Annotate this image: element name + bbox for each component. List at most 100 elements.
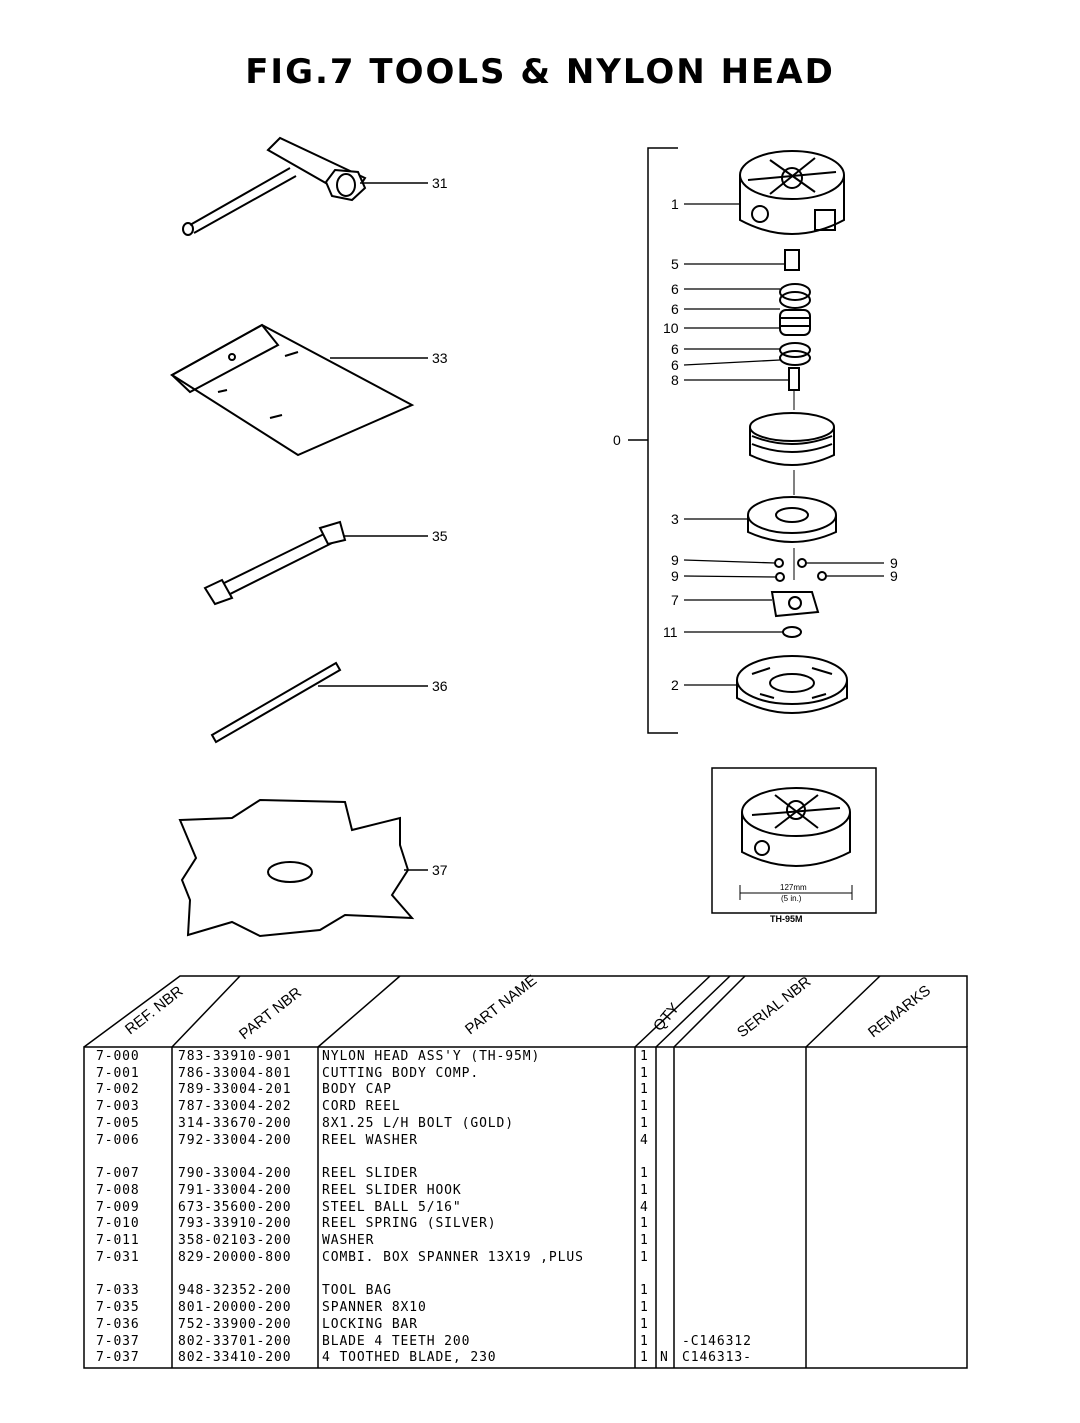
- inset-model-label: TH-95M: [770, 914, 803, 924]
- table-cell-part: 786-33004-801: [178, 1065, 292, 1081]
- table-cell-ref: 7-036: [96, 1316, 140, 1332]
- table-cell-qty: 1: [640, 1283, 649, 1299]
- locking-bar-illustration: [210, 661, 342, 744]
- callout-2: 2: [671, 677, 679, 693]
- callout-31: 31: [432, 175, 448, 191]
- table-cell-part: 314-33670-200: [178, 1115, 292, 1131]
- callout-6c: 6: [671, 341, 679, 357]
- header-part-nbr: PART NBR: [236, 984, 305, 1043]
- callout-11: 11: [663, 624, 678, 640]
- table-cell-part: 358-02103-200: [178, 1233, 292, 1248]
- table-cell-qty: 1: [640, 1350, 649, 1366]
- table-cell-name: CORD REEL: [322, 1099, 401, 1115]
- table-cell-n: N: [660, 1350, 669, 1366]
- table-cell-name: COMBI. BOX SPANNER 13X19 ,PLUS: [322, 1249, 584, 1265]
- table-cell-ref: 7-002: [96, 1082, 140, 1098]
- table-cell-qty: 1: [640, 1182, 649, 1198]
- table-cell-ref: 7-037: [96, 1333, 140, 1349]
- table-cell-ref: 7-035: [96, 1300, 140, 1316]
- table-cell-qty: 4: [640, 1199, 649, 1215]
- table-cell-part: 801-20000-200: [178, 1300, 292, 1316]
- table-cell-ref: 7-033: [96, 1283, 140, 1299]
- table-cell-name: CUTTING BODY COMP.: [322, 1065, 480, 1081]
- callout-37: 37: [432, 862, 448, 878]
- head-callout-leaders: [683, 203, 884, 686]
- callout-1: 1: [671, 196, 679, 212]
- page-title: FIG.7 TOOLS & NYLON HEAD: [245, 52, 835, 92]
- table-cell-part: 787-33004-202: [178, 1099, 292, 1115]
- table-cell-qty: 1: [640, 1082, 649, 1098]
- table-cell-ref: 7-000: [96, 1049, 140, 1064]
- table-cell-ref: 7-007: [96, 1166, 140, 1182]
- table-cell-ref: 7-010: [96, 1216, 140, 1232]
- callout-9d: 9: [890, 568, 898, 584]
- table-cell-name: SPANNER 8X10: [322, 1300, 427, 1316]
- table-cell-ref: 7-005: [96, 1115, 140, 1131]
- table-cell-part: 793-33910-200: [178, 1216, 292, 1232]
- table-cell-ref: 7-009: [96, 1199, 140, 1215]
- table-cell-name: TOOL BAG: [322, 1283, 392, 1299]
- callout-0: 0: [613, 432, 621, 448]
- table-cell-ref: 7-008: [96, 1182, 140, 1198]
- table-cell-name: REEL SLIDER HOOK: [322, 1182, 462, 1198]
- callout-9a: 9: [671, 552, 679, 568]
- th95m-assembled-head-illustration: [741, 787, 851, 867]
- table-cell-qty: 1: [640, 1316, 649, 1332]
- table-cell-part: 783-33910-901: [178, 1049, 292, 1064]
- table-cell-qty: 1: [640, 1049, 649, 1064]
- table-cell-name: BODY CAP: [322, 1082, 392, 1098]
- callout-9b: 9: [671, 568, 679, 584]
- nylon-head-exploded-view: [736, 150, 848, 714]
- table-cell-part: 790-33004-200: [178, 1166, 292, 1182]
- table-cell-name: LOCKING BAR: [322, 1316, 418, 1332]
- inset-dimension-mm: 127mm: [780, 883, 807, 892]
- table-cell-qty: 1: [640, 1216, 649, 1232]
- table-cell-part: 789-33004-201: [178, 1082, 292, 1098]
- table-cell-ref: 7-006: [96, 1132, 140, 1148]
- header-remarks: REMARKS: [865, 982, 934, 1041]
- callout-36: 36: [432, 678, 448, 694]
- table-cell-part: 948-32352-200: [178, 1283, 292, 1299]
- table-cell-qty: 1: [640, 1333, 649, 1349]
- table-cell-serial: -C146312: [682, 1333, 752, 1349]
- spanner-illustration: [203, 520, 347, 606]
- table-cell-name: STEEL BALL 5/16": [322, 1199, 462, 1215]
- callout-10: 10: [663, 320, 679, 336]
- box-spanner-illustration: [182, 136, 367, 236]
- table-cell-part: 802-33410-200: [178, 1350, 292, 1366]
- table-cell-part: 673-35600-200: [178, 1199, 292, 1215]
- table-cell-name: NYLON HEAD ASS'Y (TH-95M): [322, 1049, 541, 1064]
- four-tooth-blade-illustration: [178, 798, 415, 938]
- table-cell-qty: 1: [640, 1233, 649, 1248]
- table-cell-ref: 7-001: [96, 1065, 140, 1081]
- table-cell-name: BLADE 4 TEETH 200: [322, 1333, 471, 1349]
- table-cell-serial: C146313-: [682, 1350, 752, 1366]
- header-ref-nbr: REF. NBR: [122, 983, 186, 1039]
- callout-7: 7: [671, 592, 679, 608]
- header-qty: QTY: [650, 1000, 683, 1035]
- table-cell-qty: 1: [640, 1166, 649, 1182]
- table-cell-name: REEL WASHER: [322, 1132, 418, 1148]
- table-cell-qty: 1: [640, 1249, 649, 1265]
- callout-33: 33: [432, 350, 448, 366]
- callout-35: 35: [432, 528, 448, 544]
- header-part-name: PART NAME: [462, 972, 540, 1038]
- table-cell-part: 791-33004-200: [178, 1182, 292, 1198]
- table-cell-part: 792-33004-200: [178, 1132, 292, 1148]
- table-cell-qty: 1: [640, 1065, 649, 1081]
- table-cell-ref: 7-037: [96, 1350, 140, 1366]
- table-cell-ref: 7-003: [96, 1099, 140, 1115]
- parts-table-frame: [83, 975, 968, 1369]
- header-serial-nbr: SERIAL NBR: [734, 973, 814, 1041]
- inset-dimension-in: (5 in.): [781, 894, 802, 903]
- table-cell-part: 802-33701-200: [178, 1333, 292, 1349]
- table-cell-qty: 4: [640, 1132, 649, 1148]
- callout-6b: 6: [671, 301, 679, 317]
- table-cell-name: 8X1.25 L/H BOLT (GOLD): [322, 1115, 514, 1131]
- table-cell-name: REEL SLIDER: [322, 1166, 418, 1182]
- table-cell-part: 752-33900-200: [178, 1316, 292, 1332]
- table-cell-qty: 1: [640, 1099, 649, 1115]
- callout-5: 5: [671, 256, 679, 272]
- callout-9c: 9: [890, 555, 898, 571]
